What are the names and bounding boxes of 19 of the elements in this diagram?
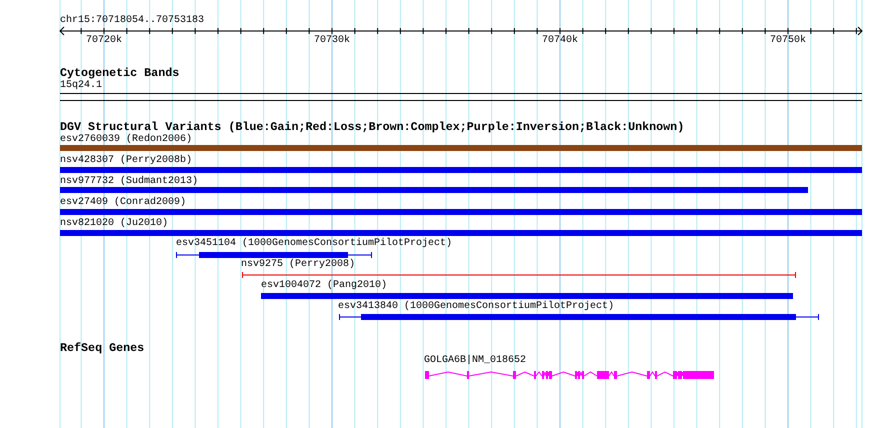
feature-label: nsv9275 (Perry2008): [241, 259, 356, 271]
axis-tick-label: 70730k: [314, 35, 350, 47]
feature-label: nsv428307 (Perry2008b): [60, 155, 192, 167]
track-heading: Cytogenetic Bands: [60, 67, 180, 79]
axis-tick-label: 70750k: [770, 35, 806, 47]
track-label: 15q24.1: [60, 80, 102, 92]
feature-label: nsv977732 (Sudmant2013): [60, 176, 198, 188]
axis-tick-label: 70720k: [86, 35, 122, 47]
track-heading: DGV Structural Variants (Blue:Gain;Red:Loss;Brown:Complex;Purple:Inversion;Black:Unknown): [60, 121, 684, 133]
track-heading: RefSeq Genes: [60, 342, 144, 354]
feature-label: esv1004072 (Pang2010): [261, 280, 388, 292]
axis-tick-label: 70740k: [542, 35, 578, 47]
feature-label: esv3451104 (1000GenomesConsortiumPilotProject): [176, 238, 452, 250]
feature-label: GOLGA6B|NM_018652: [424, 355, 526, 367]
feature-label: nsv821020 (Ju2010): [60, 218, 168, 230]
feature-label: esv3413840 (1000GenomesConsortiumPilotProject): [338, 301, 614, 313]
feature-label: esv27409 (Conrad2009): [60, 197, 186, 209]
feature-label: esv2760039 (Redon2006): [60, 134, 192, 146]
coordinate-label: chr15:70718054..70753183: [60, 15, 204, 27]
